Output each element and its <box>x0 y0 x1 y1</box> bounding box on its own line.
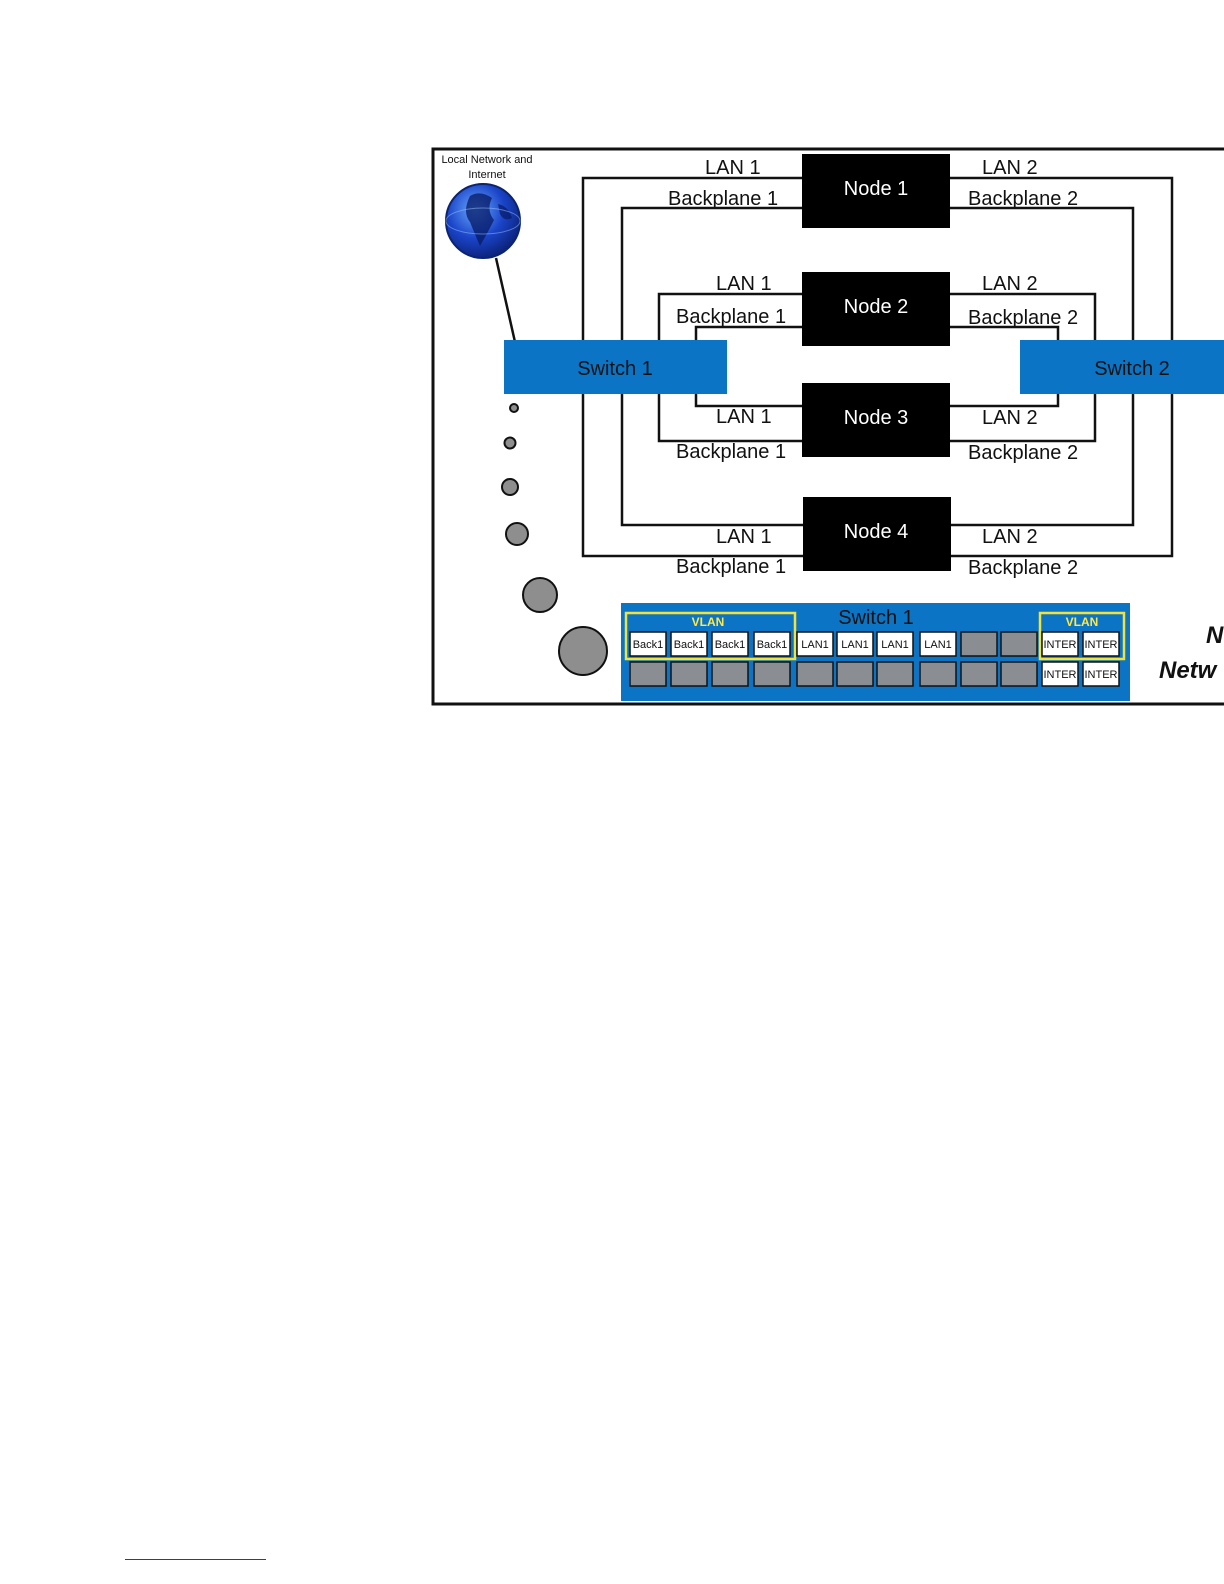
internet-link <box>494 257 517 343</box>
title-fragment-1: N <box>1206 622 1224 649</box>
dot <box>505 522 529 546</box>
title-fragment-2: Netw <box>1159 657 1218 684</box>
node-2-backplane-right: Backplane 2 <box>968 307 1078 329</box>
top-port-12: INTER <box>1082 631 1120 657</box>
switch-ports-top: Back1 Back1 Back1 Back1 LAN1 LAN1 LAN1 LAN1 INTE… <box>629 631 1120 657</box>
node-3-label: Node 3 <box>844 407 909 429</box>
footnote-separator <box>125 1559 266 1560</box>
node-1-box <box>802 154 950 228</box>
top-port-4: Back1 <box>753 631 791 657</box>
bottom-port-8 <box>919 661 957 687</box>
vlan-right-label: VLAN <box>1066 615 1099 629</box>
dot <box>558 626 608 676</box>
top-port-label: Back1 <box>715 639 746 651</box>
bottom-port-11: INTER <box>1041 661 1079 687</box>
top-port-label: Back1 <box>633 639 664 651</box>
node-1-lan-right: LAN 2 <box>982 157 1038 179</box>
node-4-backplane-right: Backplane 2 <box>968 557 1078 579</box>
node-3-box <box>802 383 950 457</box>
top-port-3: Back1 <box>711 631 749 657</box>
node-4-lan-left: LAN 1 <box>716 526 772 548</box>
top-port-1: Back1 <box>629 631 667 657</box>
node-2-box <box>802 272 950 346</box>
internet-label-line1: Local Network and <box>441 154 532 166</box>
expansion-dots <box>501 403 608 676</box>
node-3-backplane-left: Backplane 1 <box>676 441 786 463</box>
node-4-label: Node 4 <box>844 521 909 543</box>
internet-label-line2: Internet <box>468 169 505 181</box>
dot <box>501 478 519 496</box>
node-4-backplane-left: Backplane 1 <box>676 556 786 578</box>
node-4-lan-right: LAN 2 <box>982 526 1038 548</box>
bottom-port-7 <box>876 661 914 687</box>
top-port-label: INTER <box>1085 639 1118 651</box>
top-port-6: LAN1 <box>836 631 874 657</box>
bottom-port-6 <box>836 661 874 687</box>
node-1-lan-left: LAN 1 <box>705 157 761 179</box>
top-port-10 <box>1000 631 1038 657</box>
bottom-port-3 <box>711 661 749 687</box>
node-1-label: Node 1 <box>844 178 909 200</box>
dot <box>522 577 558 613</box>
switch-1-box <box>504 340 727 394</box>
switch-2-box <box>1020 340 1224 394</box>
bottom-port-4 <box>753 661 791 687</box>
top-port-9 <box>960 631 998 657</box>
node-1-backplane-right: Backplane 2 <box>968 188 1078 210</box>
top-port-8: LAN1 <box>919 631 957 657</box>
node-1-backplane-left: Backplane 1 <box>668 188 778 210</box>
switch-2-label: Switch 2 <box>1094 358 1170 380</box>
bottom-port-9 <box>960 661 998 687</box>
node-3-backplane-right: Backplane 2 <box>968 442 1078 464</box>
vlan-right-box <box>1038 611 1126 661</box>
top-port-2: Back1 <box>670 631 708 657</box>
top-port-label: Back1 <box>757 639 788 651</box>
vlan-left-box <box>624 611 797 661</box>
node-2-backplane-left: Backplane 1 <box>676 306 786 328</box>
bottom-port-label: INTER <box>1085 669 1118 681</box>
bottom-port-label: INTER <box>1044 669 1077 681</box>
globe-icon <box>445 183 521 259</box>
top-port-11: INTER <box>1041 631 1079 657</box>
bottom-port-10 <box>1000 661 1038 687</box>
top-port-label: LAN1 <box>801 639 829 651</box>
switch-panel-title: Switch 1 <box>838 607 914 629</box>
node-2-lan-right: LAN 2 <box>982 273 1038 295</box>
dot <box>509 403 519 413</box>
top-port-label: LAN1 <box>924 639 952 651</box>
top-port-7: LAN1 <box>876 631 914 657</box>
bottom-port-2 <box>670 661 708 687</box>
switch-ports-bottom: INTER INTER <box>629 661 1120 687</box>
node-2-label: Node 2 <box>844 296 909 318</box>
top-port-label: INTER <box>1044 639 1077 651</box>
top-port-label: Back1 <box>674 639 705 651</box>
switch-1-label: Switch 1 <box>577 358 653 380</box>
top-port-5: LAN1 <box>796 631 834 657</box>
vlan-left-label: VLAN <box>692 615 725 629</box>
bottom-port-1 <box>629 661 667 687</box>
top-port-label: LAN1 <box>841 639 869 651</box>
node-3-lan-left: LAN 1 <box>716 406 772 428</box>
node-2-lan-left: LAN 1 <box>716 273 772 295</box>
bottom-port-5 <box>796 661 834 687</box>
node-4-box <box>803 497 951 571</box>
top-port-label: LAN1 <box>881 639 909 651</box>
node-3-lan-right: LAN 2 <box>982 407 1038 429</box>
dot <box>503 436 517 450</box>
bottom-port-12: INTER <box>1082 661 1120 687</box>
